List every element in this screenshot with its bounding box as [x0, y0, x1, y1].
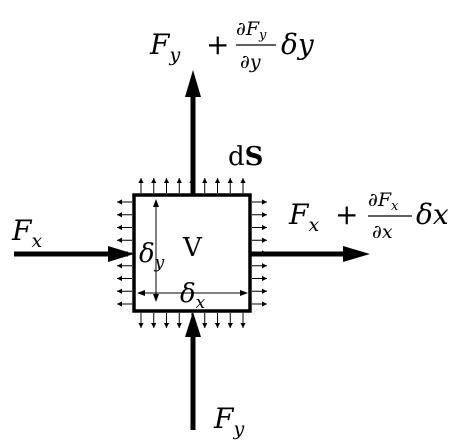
volume-label: V — [182, 233, 203, 263]
delta-y-label: δy — [139, 239, 165, 273]
surface-arrowhead — [214, 178, 221, 183]
surface-arrowhead — [262, 250, 267, 256]
svg-text:∂x: ∂x — [372, 221, 393, 243]
fx-right-label: Fx + ∂Fx ∂x δx — [288, 189, 449, 243]
surface-arrowhead — [117, 199, 122, 205]
fx-right-arrowhead — [343, 246, 370, 262]
svg-text:∂Fx: ∂Fx — [368, 189, 399, 214]
surface-element-label: dS — [228, 142, 263, 172]
surface-arrowhead — [117, 212, 122, 218]
control-volume-box — [132, 193, 252, 313]
svg-text:δy: δy — [281, 28, 315, 61]
surface-arrowhead — [262, 263, 267, 269]
surface-arrowhead — [262, 275, 267, 282]
svg-text:Fy: Fy — [149, 28, 180, 66]
fy-top-label: Fy + ∂Fy ∂y δy — [149, 18, 315, 73]
surface-arrowhead — [262, 301, 267, 307]
surface-arrowhead — [240, 178, 246, 183]
surface-arrowhead — [262, 212, 267, 218]
delta-x-label: δx — [180, 279, 206, 313]
surface-arrowhead — [138, 323, 144, 328]
surface-arrowhead — [117, 263, 122, 269]
surface-arrowhead — [214, 323, 221, 328]
surface-arrowhead — [189, 323, 195, 328]
surface-arrowhead — [227, 323, 233, 328]
surface-arrowhead — [227, 178, 233, 183]
surface-arrowhead — [117, 237, 122, 243]
svg-text:∂y: ∂y — [240, 51, 261, 73]
surface-arrowhead — [117, 250, 122, 256]
surface-arrowhead — [151, 178, 157, 183]
delta-x-dimension — [137, 290, 248, 296]
surface-arrowhead — [138, 178, 144, 183]
surface-arrowhead — [240, 323, 246, 328]
svg-text:Fx: Fx — [288, 198, 319, 236]
surface-arrowhead — [163, 323, 170, 328]
surface-arrowhead — [117, 224, 122, 231]
force-arrows — [14, 70, 370, 430]
surface-arrowhead — [163, 178, 170, 183]
svg-text:+: + — [206, 28, 229, 61]
fx-left-label: Fx — [11, 214, 42, 252]
surface-arrowhead — [176, 178, 182, 183]
surface-arrowhead — [189, 178, 195, 183]
surface-arrowhead — [176, 323, 182, 328]
delta-y-dimension — [153, 199, 159, 302]
surface-arrowhead — [262, 224, 267, 231]
surface-arrowhead — [117, 301, 122, 307]
surface-arrowhead — [117, 275, 122, 282]
surface-arrowhead — [262, 199, 267, 205]
fy-top-arrowhead — [185, 70, 201, 97]
svg-text:δx: δx — [416, 198, 449, 231]
surface-arrowhead — [202, 178, 208, 183]
surface-arrowhead — [262, 237, 267, 243]
surface-arrows — [117, 178, 267, 328]
fy-bottom-label: Fy — [213, 402, 244, 440]
surface-arrowhead — [151, 323, 157, 328]
surface-arrowhead — [262, 288, 267, 294]
svg-text:+: + — [335, 198, 358, 231]
surface-arrowhead — [202, 323, 208, 328]
surface-arrowhead — [117, 288, 122, 294]
svg-text:∂Fy: ∂Fy — [236, 18, 267, 43]
